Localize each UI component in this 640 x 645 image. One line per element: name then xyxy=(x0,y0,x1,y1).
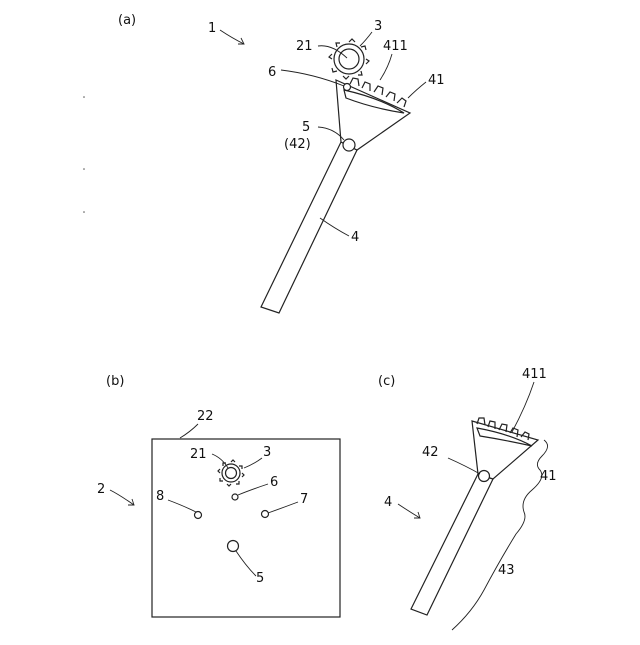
stray-mark xyxy=(83,211,85,213)
ref-c-teeth: 411 xyxy=(522,367,547,382)
panel-b-label: (b) xyxy=(106,374,124,389)
stray-mark xyxy=(83,96,85,98)
leader-a-teeth xyxy=(380,54,392,80)
hole-6 xyxy=(232,494,238,500)
leader-b-base xyxy=(110,490,134,505)
panel-a: (a) 1 3 21 411 41 6 xyxy=(83,13,444,313)
leader-b-hole5 xyxy=(236,551,256,576)
ref-c-hole: 42 xyxy=(422,445,439,460)
ref-c-arm: 43 xyxy=(498,563,515,578)
c-hole xyxy=(479,471,490,482)
ref-b-hole7: 7 xyxy=(300,492,308,507)
leader-b-hole7 xyxy=(268,502,298,513)
ref-a-gear: 3 xyxy=(374,19,382,34)
panel-c-label: (c) xyxy=(378,374,395,389)
panel-b: (b) 22 21 3 8 6 7 5 2 xyxy=(97,374,340,617)
leader-b-hole8 xyxy=(168,500,196,512)
leader-c-teeth xyxy=(512,382,534,432)
board-gear xyxy=(218,460,244,486)
ref-b-hole6: 6 xyxy=(270,475,278,490)
leader-a-gear xyxy=(360,32,372,46)
stray-mark xyxy=(83,168,85,170)
ref-b-gear: 3 xyxy=(263,445,271,460)
ref-a-pivot-alt: (42) xyxy=(284,137,311,152)
ref-a-lever: 4 xyxy=(351,230,359,245)
ref-b-board: 22 xyxy=(197,409,214,424)
board xyxy=(152,439,340,617)
leader-b-board xyxy=(180,424,198,438)
ref-b-motor: 21 xyxy=(190,447,207,462)
ref-b-hole5: 5 xyxy=(256,571,264,586)
ref-a-sector: 41 xyxy=(428,73,445,88)
ref-a-pivot: 5 xyxy=(302,120,310,135)
ref-c-lever: 4 xyxy=(384,495,392,510)
leader-a-lever xyxy=(320,218,349,236)
leader-b-hole6 xyxy=(238,484,268,495)
ref-a-motor: 21 xyxy=(296,39,313,54)
hole-8 xyxy=(195,512,202,519)
hole-5 xyxy=(228,541,239,552)
c-lever-bar xyxy=(411,474,493,615)
panel-c: (c) 411 42 41 43 4 xyxy=(378,367,557,630)
ref-c-sector: 41 xyxy=(540,469,557,484)
gear xyxy=(329,39,369,79)
ref-b-hole8: 8 xyxy=(156,489,164,504)
pivot-hole xyxy=(343,139,355,151)
leader-b-gear xyxy=(244,458,262,468)
ref-a-assembly: 1 xyxy=(208,21,216,36)
hole-7 xyxy=(262,511,269,518)
leader-c-hole xyxy=(448,458,480,474)
leader-a-assembly xyxy=(220,30,244,44)
panel-a-label: (a) xyxy=(118,13,136,28)
leader-c-lever xyxy=(398,504,420,518)
ref-a-pin: 6 xyxy=(268,65,276,80)
leader-a-pin xyxy=(281,70,344,86)
ref-a-teeth: 411 xyxy=(383,39,408,54)
pin-hole xyxy=(344,84,351,91)
leader-a-sector xyxy=(408,82,426,98)
ref-b-base: 2 xyxy=(97,482,105,497)
lever-bar xyxy=(261,142,357,313)
